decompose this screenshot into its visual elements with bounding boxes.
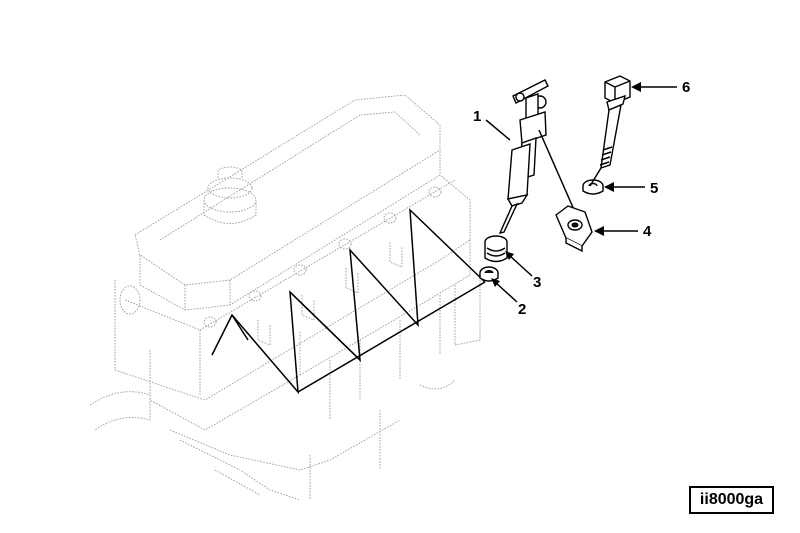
- callout-number: 5: [650, 180, 658, 197]
- callout-6: 6: [631, 79, 690, 96]
- callout-3: 3: [505, 251, 541, 291]
- callout-4: 4: [594, 223, 652, 240]
- callout-number: 3: [533, 274, 541, 291]
- cylinder-leader-lines: [211, 208, 486, 395]
- callout-1: 1: [473, 108, 511, 141]
- engine-cylinder-head-drawing: [89, 94, 481, 501]
- injector-seal-part: [484, 235, 508, 263]
- callout-number: 4: [643, 223, 652, 240]
- hold-down-clamp-part: [555, 205, 593, 253]
- fuel-injector-part: [498, 79, 576, 235]
- callout-number: 6: [682, 79, 690, 96]
- callout-2: 2: [491, 278, 526, 318]
- flat-washer-part: [582, 179, 604, 195]
- callout-number: 2: [518, 301, 526, 318]
- capscrew-part: [589, 75, 631, 187]
- callout-5: 5: [604, 180, 658, 197]
- copper-washer-part: [479, 266, 499, 282]
- callout-number: 1: [473, 108, 481, 125]
- figure-id-label: ii8000ga: [689, 486, 774, 514]
